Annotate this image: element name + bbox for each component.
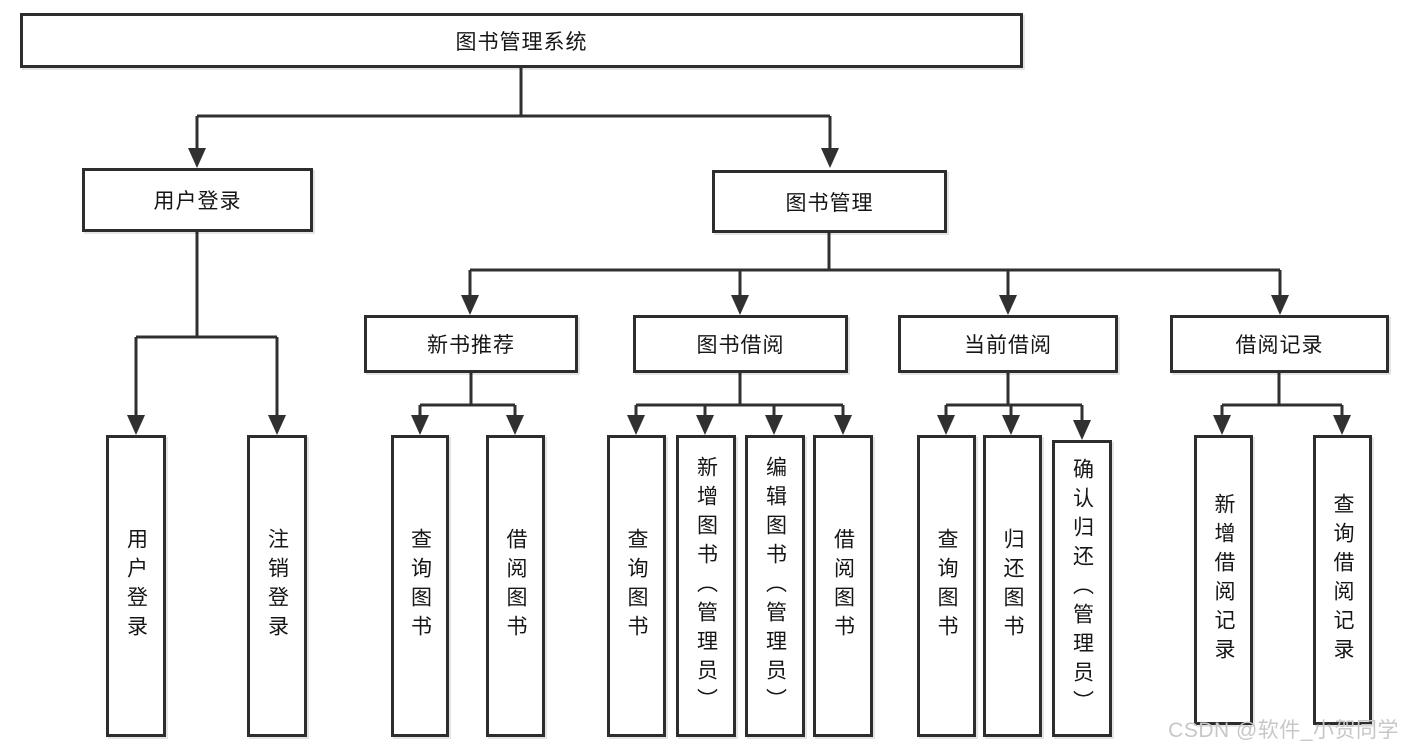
- node-label: 确认归还（管理员）: [1070, 458, 1094, 719]
- node-label: 借阅记录: [1235, 334, 1324, 357]
- csdn-watermark: CSDN @软件_小贺同学: [1168, 719, 1399, 742]
- node-add-book-admin: 新增图书（管理员）: [676, 435, 736, 737]
- node-confirm-return-admin: 确认归还（管理员）: [1052, 440, 1112, 737]
- node-label: 用户登录: [153, 190, 242, 213]
- node-user-login-leaf: 用户登录: [106, 435, 166, 737]
- node-user-login: 用户登录: [82, 168, 313, 232]
- node-search-borrow-record: 查询借阅记录: [1313, 435, 1372, 725]
- node-add-borrow-record: 新增借阅记录: [1194, 435, 1253, 725]
- node-label: 图书管理: [785, 191, 874, 215]
- node-label: 查询图书: [625, 528, 648, 644]
- node-label: 新书推荐: [427, 334, 515, 357]
- node-library-management-system: 图书管理系统: [20, 13, 1023, 68]
- node-borrow-books-2: 借阅图书: [813, 435, 873, 737]
- node-label: 归还图书: [1001, 528, 1024, 644]
- node-label: 查询借阅记录: [1331, 493, 1354, 667]
- node-logout: 注销登录: [247, 435, 307, 737]
- node-borrowing-records: 借阅记录: [1170, 315, 1389, 373]
- node-new-book-recommendation: 新书推荐: [364, 315, 578, 373]
- node-label: 注销登录: [265, 528, 289, 644]
- node-label: 编辑图书（管理员）: [763, 455, 787, 717]
- node-label: 查询图书: [935, 528, 958, 644]
- node-label: 图书借阅: [696, 334, 785, 357]
- node-search-books-3: 查询图书: [917, 435, 976, 737]
- node-label: 借阅图书: [504, 528, 527, 644]
- node-book-borrowing: 图书借阅: [633, 315, 848, 373]
- node-return-books: 归还图书: [983, 435, 1042, 737]
- node-search-books-1: 查询图书: [391, 435, 449, 737]
- node-label: 用户登录: [124, 528, 148, 644]
- node-search-books-2: 查询图书: [607, 435, 666, 737]
- node-label: 当前借阅: [964, 334, 1052, 357]
- node-label: 新增图书（管理员）: [694, 455, 718, 717]
- node-label: 图书管理系统: [455, 30, 588, 54]
- node-label: 新增借阅记录: [1212, 493, 1235, 667]
- node-current-borrowing: 当前借阅: [898, 315, 1118, 373]
- node-borrow-books-1: 借阅图书: [486, 435, 545, 737]
- node-book-management: 图书管理: [712, 170, 947, 233]
- node-edit-book-admin: 编辑图书（管理员）: [745, 435, 805, 737]
- node-label: 查询图书: [408, 528, 432, 644]
- node-label: 借阅图书: [831, 528, 855, 644]
